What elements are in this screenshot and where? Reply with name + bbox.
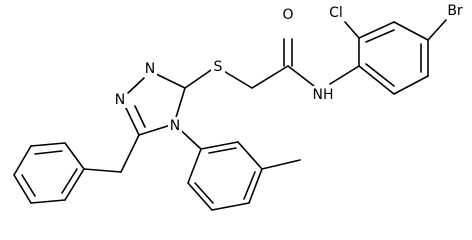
bond-nh-aryl (329, 65, 360, 85)
bond-co-nh (287, 65, 315, 87)
bond-tol4-tol5 (211, 202, 250, 211)
atom-chlorine-label: Cl (329, 5, 343, 21)
bond-tol-inner-3 (194, 182, 214, 204)
bond-tol-inner-1 (208, 147, 237, 154)
atom-n-ring-top-label: N (145, 61, 155, 77)
bond-tol5-tol6 (187, 182, 213, 211)
bond-tol-methyl (261, 159, 301, 170)
atom-bromine: Br (443, 2, 467, 19)
bond-ar6-ar1 (358, 65, 395, 95)
bond-ar4-br (427, 19, 447, 41)
atom-amide-nh-label: NH (313, 87, 334, 103)
atom-n-ring-left-label: N (115, 92, 125, 108)
atom-oxygen-label: O (282, 7, 293, 23)
bond-ph6-ph1 (64, 168, 85, 201)
bond-tol3-tol4 (248, 168, 263, 204)
bond-c3-s (184, 67, 215, 89)
bond-ph-inner-1 (34, 150, 63, 155)
bond-n2-n1 (127, 77, 145, 94)
atom-sulfur-label: S (214, 59, 223, 75)
atom-n-ring-left: N (113, 91, 127, 108)
bond-ph4-ph5 (13, 174, 32, 204)
bond-ar2-cl (344, 21, 360, 39)
bond-ph-inner-2 (21, 174, 36, 197)
atom-oxygen: O (281, 6, 296, 23)
atom-n-ring-bottom-label: N (170, 118, 180, 134)
atom-chlorine: Cl (326, 4, 345, 21)
bond-ar-inner-1 (365, 29, 395, 43)
bond-tol-inner-2 (243, 171, 256, 200)
bond-ph5-ph6 (30, 199, 66, 204)
bond-ar5-ar6 (393, 75, 429, 95)
bond-c5-n2-inner (134, 105, 146, 128)
atom-sulfur: S (211, 58, 225, 75)
bond-ar-inner-3 (365, 63, 395, 87)
bond-ar2-ar3 (358, 21, 395, 39)
bond-tol6-tol1 (187, 148, 202, 184)
bond-c5-ch2 (120, 134, 140, 173)
bond-ph2-ph3 (30, 142, 66, 147)
bond-n1-c3 (153, 72, 186, 89)
atom-labels: N N N S O NH Cl Br (113, 2, 467, 134)
bond-ph1-ph2 (64, 142, 85, 170)
bond-tol1-tol2 (200, 141, 239, 150)
bond-c5-n2 (124, 105, 140, 136)
molecule-structure: N N N S O NH Cl Br (13, 2, 467, 211)
bond-ch2-co (251, 65, 289, 89)
bond-ch2-ph (83, 168, 122, 173)
bond-s-ch2 (221, 69, 253, 89)
atom-bromine-label: Br (447, 3, 463, 19)
atom-n-ring-bottom: N (168, 117, 182, 134)
bond-ph3-ph4 (13, 145, 32, 176)
atom-n-ring-top: N (143, 60, 157, 77)
bonds (13, 19, 447, 211)
atom-amide-nh: NH (312, 86, 334, 103)
bond-tol2-tol3 (237, 141, 263, 170)
bond-ph-inner-3 (61, 168, 78, 194)
bond-ar3-ar4 (393, 21, 429, 41)
